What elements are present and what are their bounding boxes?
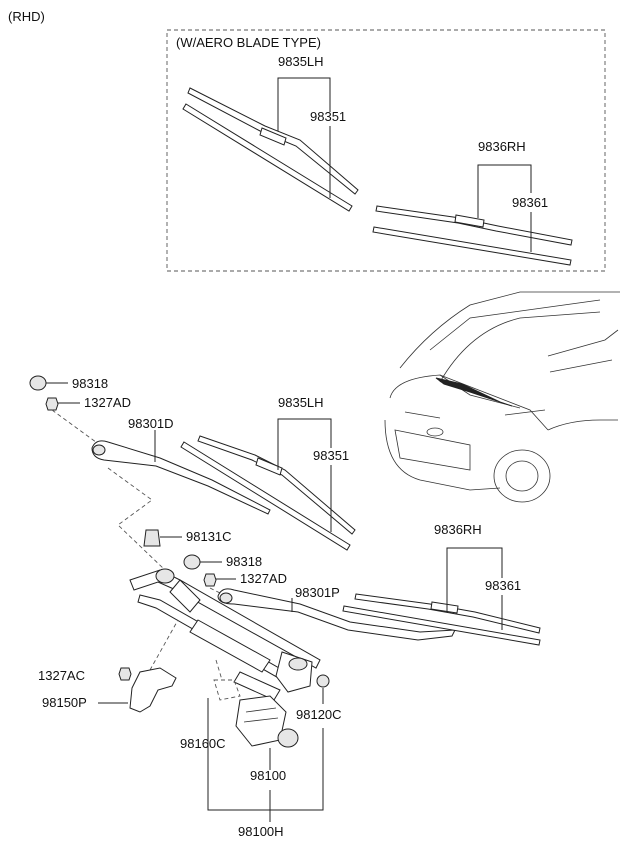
nut-1327ad-top (45, 397, 59, 411)
wiper-blade-rh (342, 593, 541, 646)
aero-label-9836rh: 9836RH (478, 139, 526, 154)
label-9836rh: 9836RH (434, 522, 482, 537)
pivot-left-head (155, 568, 175, 584)
car-headlight-right (504, 409, 546, 416)
car-belt-line (549, 359, 613, 373)
car-wiper-highlight (435, 377, 513, 407)
aero-lh-blade-clip (259, 127, 287, 146)
label-98160c: 98160C (180, 736, 226, 751)
motor-end-cap (277, 728, 299, 748)
linkage-upper-bar (129, 569, 321, 669)
aero-blade-box: (W/AERO BLADE TYPE) 9835LH 98351 9836RH … (166, 29, 606, 272)
car-front-bumper (384, 419, 501, 491)
label-98150p: 98150P (42, 695, 87, 710)
label-98301p: 98301P (295, 585, 340, 600)
dash-bracket-to-linkage (149, 619, 179, 671)
refill-lh (180, 441, 351, 551)
motor-detail-1 (245, 707, 277, 713)
aero-lh-blade-body (187, 87, 359, 195)
car-emblem (426, 427, 444, 437)
aero-box-title: (W/AERO BLADE TYPE) (176, 35, 321, 50)
cap-98318-top (29, 375, 47, 391)
label-98318-top: 98318 (72, 376, 108, 391)
wiper-linkage (129, 568, 321, 701)
aero-blade-rh (372, 205, 573, 266)
dash-arm-to-pivot (107, 467, 166, 571)
car-roof-rail (429, 299, 601, 351)
label-98361: 98361 (485, 578, 521, 593)
linkage-pivot-left (169, 579, 201, 613)
linkage-rod (189, 619, 271, 673)
label-9835lh: 9835LH (278, 395, 324, 410)
motor-detail-2 (243, 717, 279, 723)
aero-label-98351: 98351 (310, 109, 346, 124)
label-98318-mid: 98318 (226, 554, 262, 569)
car-front-wheel (493, 449, 551, 503)
car-roof-line (399, 291, 620, 369)
aero-blade-lh (182, 87, 359, 212)
label-98100: 98100 (250, 768, 286, 783)
car-side-window (547, 329, 619, 357)
wiper-arm-rh (217, 588, 456, 641)
label-98301d: 98301D (128, 416, 174, 431)
nut-1327ac (118, 667, 132, 681)
arm-lh-body (91, 440, 271, 515)
label-1327ad-top: 1327AD (84, 395, 131, 410)
label-98120c: 98120C (296, 707, 342, 722)
aero-box-border (166, 29, 606, 272)
label-98351: 98351 (313, 448, 349, 463)
label-98131c: 98131C (186, 529, 232, 544)
car-grille (394, 429, 471, 471)
dash-crank-to-linkage (215, 659, 223, 681)
car-hood-line (389, 374, 549, 431)
nut-1327ad-mid (203, 573, 217, 587)
grommet-98120c (316, 674, 330, 688)
wiper-arm-lh (91, 440, 271, 515)
linkage-crank-arm (233, 671, 281, 701)
bracket-98150p (129, 667, 177, 713)
leader-blade-rh-bracket (446, 547, 503, 612)
car-side-sill (547, 419, 618, 431)
label-1327ac: 1327AC (38, 668, 85, 683)
leader-98100h-bracket (207, 698, 324, 811)
label-98100h: 98100H (238, 824, 284, 839)
blade-rh-clip (430, 601, 459, 614)
car-illustration (384, 291, 620, 503)
pivot-right-head (288, 657, 308, 671)
label-1327ad-mid: 1327AD (240, 571, 287, 586)
aero-rh-blade-clip (454, 214, 485, 228)
refill-rh (342, 605, 541, 646)
cap-98318-mid (183, 554, 201, 570)
car-headlight-left (404, 411, 441, 419)
crank-98160c (213, 679, 241, 701)
blade-lh-clip (255, 457, 283, 476)
dash-nut-to-arm (51, 409, 101, 446)
leader-blade-lh-bracket (277, 418, 332, 470)
aero-label-9835lh: 9835LH (278, 54, 324, 69)
car-windshield-top (439, 311, 601, 383)
car-front-wheel-hub (505, 460, 539, 492)
rhd-label: (RHD) (8, 9, 45, 24)
blade-lh-body (197, 435, 356, 535)
arm-lh-head (92, 444, 106, 456)
aero-lh-leader-bracket (277, 77, 331, 131)
wiper-blade-lh (180, 435, 356, 551)
aero-rh-leader-bracket (477, 164, 532, 218)
aero-lh-refill (182, 103, 353, 212)
arm-rh-head (219, 592, 233, 604)
wiper-motor-98100 (235, 695, 299, 748)
aero-label-98361: 98361 (512, 195, 548, 210)
aero-rh-refill (372, 226, 572, 266)
pivot-cap-98131c (143, 529, 161, 547)
